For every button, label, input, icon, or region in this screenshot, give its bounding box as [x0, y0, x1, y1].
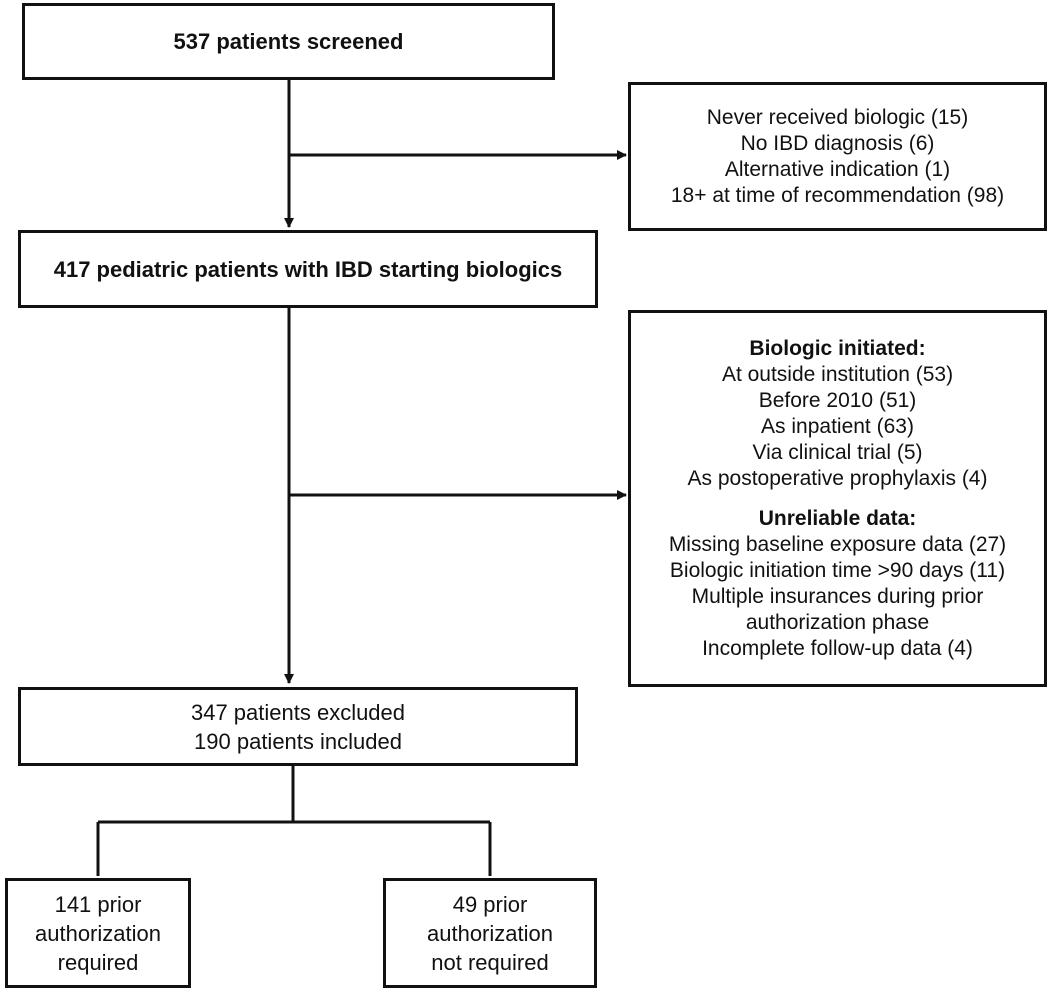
exclusion2-item: As postoperative prophylaxis (4): [687, 466, 988, 490]
not-required-line: not required: [431, 949, 549, 975]
exclusion2-item: As inpatient (63): [761, 414, 914, 438]
exclusion1-line: Never received biologic (15): [706, 105, 969, 129]
summary-line: 347 patients excluded: [190, 699, 406, 725]
exclusion2-item: Incomplete follow-up data (4): [702, 636, 973, 660]
required-line: 141 prior: [54, 891, 142, 917]
not-required-line: 49 prior: [452, 891, 528, 917]
exclusion2-box: Biologic initiated: At outside instituti…: [628, 310, 1047, 687]
summary-line: 190 patients included: [194, 728, 402, 754]
exclusion1-box: Never received biologic (15) No IBD diag…: [628, 82, 1047, 231]
exclusion2-item: Before 2010 (51): [758, 388, 917, 412]
summary-box: 347 patients excluded 190 patients inclu…: [18, 687, 578, 766]
exclusion2-item: authorization phase: [745, 610, 930, 634]
required-line: authorization: [35, 920, 161, 946]
pediatric-box: 417 pediatric patients with IBD starting…: [18, 230, 598, 308]
exclusion2-item: At outside institution (53): [721, 362, 954, 386]
exclusion1-line: 18+ at time of recommendation (98): [670, 183, 1005, 207]
required-box: 141 prior authorization required: [5, 878, 191, 988]
pediatric-label: 417 pediatric patients with IBD starting…: [53, 256, 563, 282]
required-line: required: [57, 949, 139, 975]
exclusion2-heading-unreliable-data: Unreliable data:: [758, 506, 917, 530]
exclusion2-item: Via clinical trial (5): [752, 440, 923, 464]
not-required-box: 49 prior authorization not required: [383, 878, 597, 988]
exclusion1-line: No IBD diagnosis (6): [740, 131, 935, 155]
exclusion2-item: Biologic initiation time >90 days (11): [669, 558, 1006, 582]
exclusion2-item: Missing baseline exposure data (27): [668, 532, 1007, 556]
not-required-line: authorization: [427, 920, 553, 946]
screened-box: 537 patients screened: [22, 3, 555, 80]
exclusion1-line: Alternative indication (1): [724, 157, 951, 181]
screened-label: 537 patients screened: [173, 29, 404, 54]
exclusion2-item: Multiple insurances during prior: [691, 584, 984, 608]
exclusion2-heading-biologic-initiated: Biologic initiated:: [749, 336, 926, 360]
